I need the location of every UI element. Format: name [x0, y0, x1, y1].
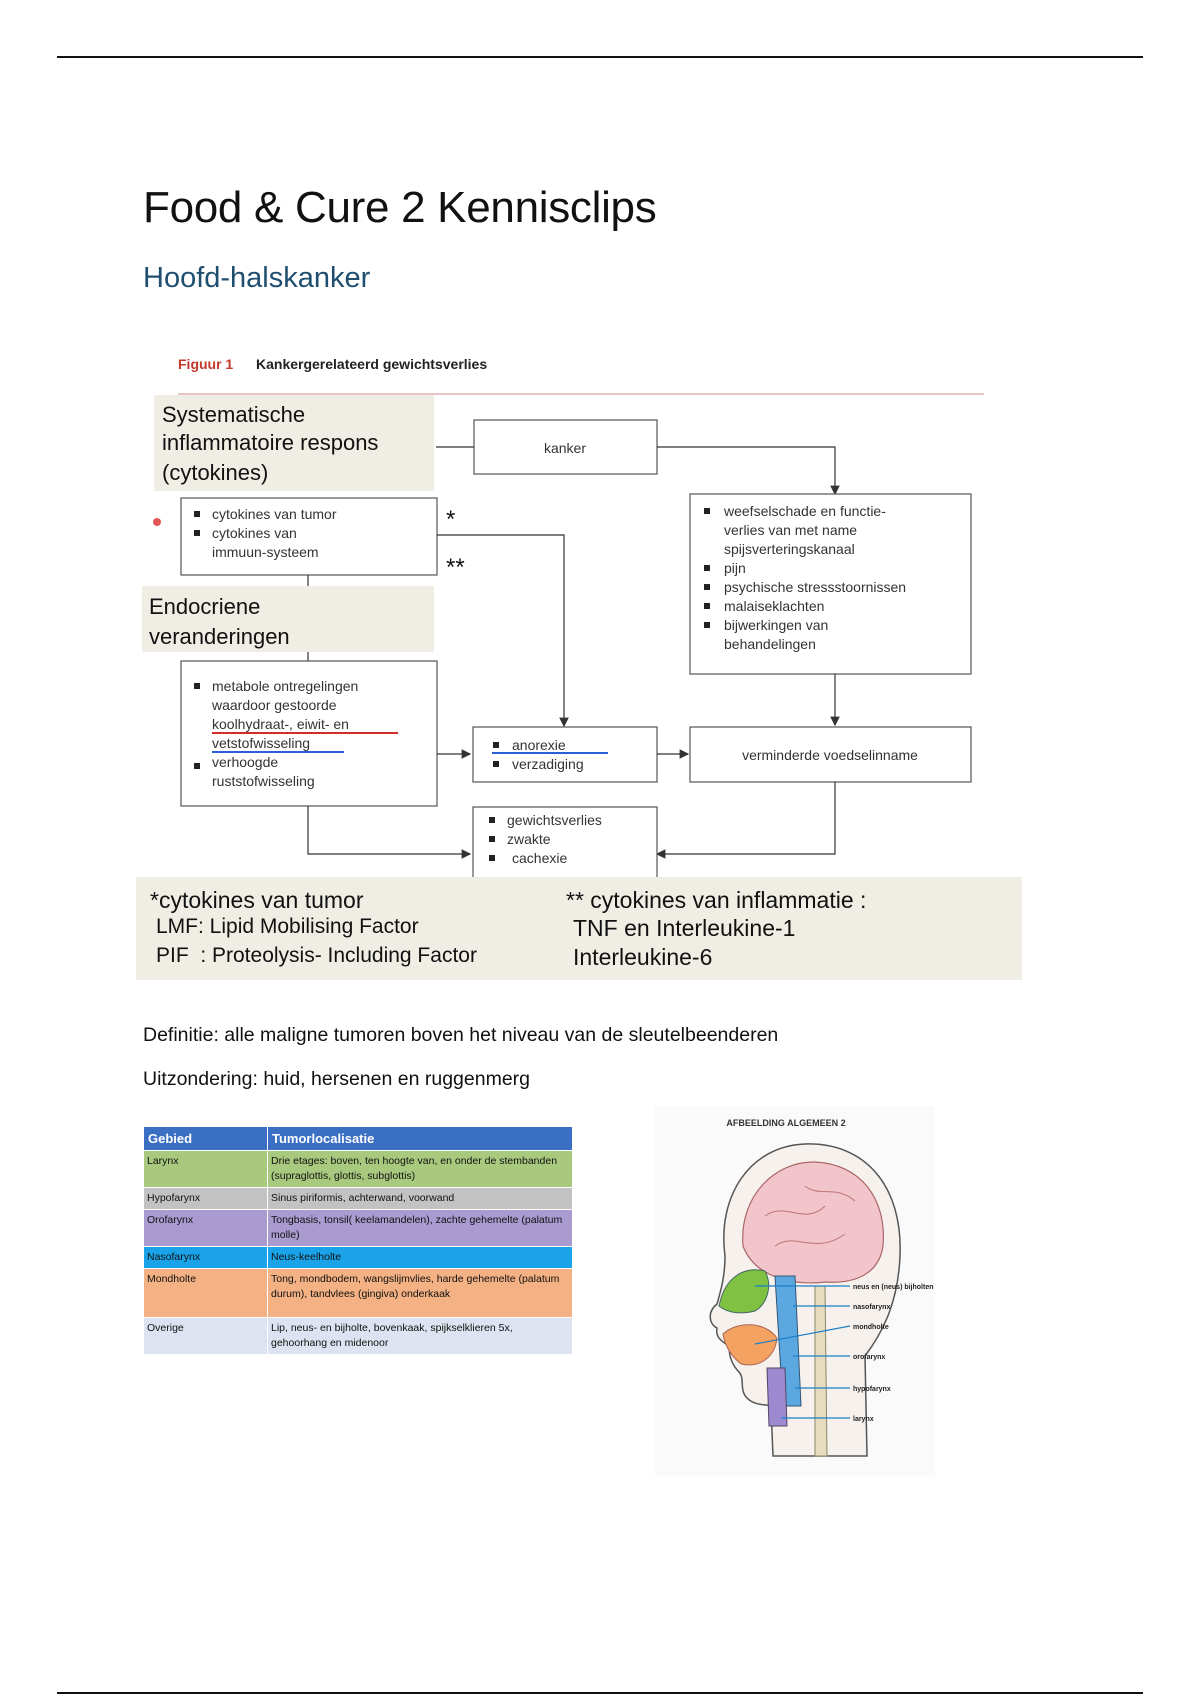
cytokines-item-2b: immuun-systeem — [212, 544, 319, 560]
bullet — [489, 817, 495, 823]
tissue-item-1a: weefselschade en functie- — [723, 503, 886, 519]
bullet — [704, 508, 710, 514]
larynx — [767, 1368, 787, 1426]
bullet — [194, 763, 200, 769]
anorexia-item-1: anorexie — [512, 737, 566, 753]
tissue-item-3: psychische stressstoornissen — [724, 579, 906, 595]
footnote-left-2: LMF: Lipid Mobilising Factor — [156, 915, 419, 939]
metabolic-item-1d: vetstofwisseling — [212, 735, 310, 751]
tissue-item-1b: verlies van met name — [724, 522, 857, 538]
red-dot-marker — [153, 518, 161, 526]
intake-label: verminderde voedselinname — [742, 747, 918, 763]
table-header-row: Gebied Tumorlocalisatie — [144, 1127, 573, 1151]
footnote-right-2: TNF en Interleukine-1 — [573, 915, 795, 942]
arrow-metabolic-weight — [308, 806, 470, 854]
mark-double-asterisk: ** — [446, 554, 465, 581]
bullet — [194, 511, 200, 517]
footnote-right-1: ** cytokines van inflammatie : — [566, 887, 866, 914]
label-nasopharynx: nasofarynx — [853, 1304, 890, 1311]
endocrine-line-2: veranderingen — [149, 624, 290, 649]
weight-item-3: cachexie — [512, 850, 567, 866]
tissue-item-4: malaiseklachten — [724, 598, 824, 614]
cytokines-item-2: cytokines van — [212, 525, 297, 541]
table-cell-area: Orofarynx — [144, 1210, 268, 1247]
definition-text: Definitie: alle maligne tumoren boven he… — [143, 1024, 778, 1047]
bullet — [493, 742, 499, 748]
endocrine-line-1: Endocriene — [149, 594, 260, 619]
table-cell-area: Hypofarynx — [144, 1188, 268, 1210]
bullet — [489, 836, 495, 842]
bullet — [704, 584, 710, 590]
footnote-left-3: PIF : Proteolysis- Including Factor — [156, 944, 477, 968]
anatomy-drawing: AFBEELDING ALGEMEEN 2 neus en (neus) bij… — [655, 1106, 935, 1476]
figure-caption-title: Kankergerelateerd gewichtsverlies — [256, 356, 487, 372]
inflammation-line-3: (cytokines) — [162, 460, 268, 485]
tissue-item-5a: bijwerkingen van — [724, 617, 828, 633]
weight-item-1: gewichtsverlies — [507, 812, 602, 828]
anorexia-box — [473, 727, 657, 782]
bullet — [493, 761, 499, 767]
arrow-intake-weight — [657, 782, 835, 854]
figure-caption-label: Figuur 1 — [178, 356, 233, 372]
bullet — [489, 855, 495, 861]
metabolic-item-1b: waardoor gestoorde — [211, 697, 337, 713]
table-cell-location: Lip, neus- en bijholte, bovenkaak, spijk… — [268, 1318, 573, 1355]
tissue-item-2: pijn — [724, 560, 746, 576]
tissue-item-5b: behandelingen — [724, 636, 816, 652]
tissue-item-1c: spijsverteringskanaal — [724, 541, 855, 557]
table-cell-location: Tongbasis, tonsil( keelamandelen), zacht… — [268, 1210, 573, 1247]
table-cell-location: Sinus piriformis, achterwand, voorwand — [268, 1188, 573, 1210]
weight-item-2: zwakte — [507, 831, 551, 847]
label-oral-cavity: mondholte — [853, 1324, 889, 1331]
metabolic-item-2b: ruststofwisseling — [212, 773, 315, 789]
metabolic-item-1c: koolhydraat-, eiwit- en — [212, 716, 349, 732]
flow-diagram: Figuur 1 Kankergerelateerd gewichtsverli… — [136, 335, 1022, 880]
cytokines-item-1: cytokines van tumor — [212, 506, 337, 522]
label-nose-sinuses: neus en (neus) bijholten — [853, 1284, 934, 1291]
footnote-left-1: *cytokines van tumor — [150, 887, 363, 914]
bottom-rule — [57, 1692, 1143, 1694]
table-header-cell: Gebied — [144, 1127, 268, 1151]
head-neck-anatomy-illustration: AFBEELDING ALGEMEEN 2 neus en (neus) bij… — [655, 1106, 935, 1476]
mark-single-asterisk: * — [446, 506, 455, 533]
top-rule — [57, 56, 1143, 58]
metabolic-item-2a: verhoogde — [212, 754, 278, 770]
kanker-label: kanker — [544, 440, 586, 456]
table-cell-area: Mondholte — [144, 1269, 268, 1318]
label-hypopharynx: hypofarynx — [853, 1386, 891, 1393]
table-header-cell: Tumorlocalisatie — [268, 1127, 573, 1151]
footnote-right-3: Interleukine-6 — [573, 944, 712, 971]
page-title: Food & Cure 2 Kennisclips — [143, 183, 656, 233]
table-cell-location: Neus-keelholte — [268, 1247, 573, 1269]
table-cell-location: Drie etages: boven, ten hoogte van, en o… — [268, 1151, 573, 1188]
table-cell-area: Overige — [144, 1318, 268, 1355]
label-oropharynx: orofarynx — [853, 1354, 885, 1361]
bullet — [194, 530, 200, 536]
exception-text: Uitzondering: huid, hersenen en ruggenme… — [143, 1068, 530, 1091]
table-cell-area: Nasofarynx — [144, 1247, 268, 1269]
table-cell-area: Larynx — [144, 1151, 268, 1188]
bullet — [704, 565, 710, 571]
anorexia-item-2: verzadiging — [512, 756, 584, 772]
table-cell-location: Tong, mondbodem, wangslijmvlies, harde g… — [268, 1269, 573, 1318]
label-larynx: larynx — [853, 1416, 874, 1423]
bullet — [194, 683, 200, 689]
arrow-kanker-tissue — [657, 447, 835, 494]
bullet — [704, 622, 710, 628]
inflammation-line-2: inflammatoire respons — [162, 430, 378, 455]
inflammation-line-1: Systematische — [162, 402, 305, 427]
anatomy-title: AFBEELDING ALGEMEEN 2 — [726, 1118, 845, 1128]
section-heading: Hoofd-halskanker — [143, 262, 370, 295]
metabolic-item-1a: metabole ontregelingen — [212, 678, 358, 694]
weight-loss-figure: Figuur 1 Kankergerelateerd gewichtsverli… — [136, 335, 1022, 980]
bullet — [704, 603, 710, 609]
spine — [815, 1286, 827, 1456]
